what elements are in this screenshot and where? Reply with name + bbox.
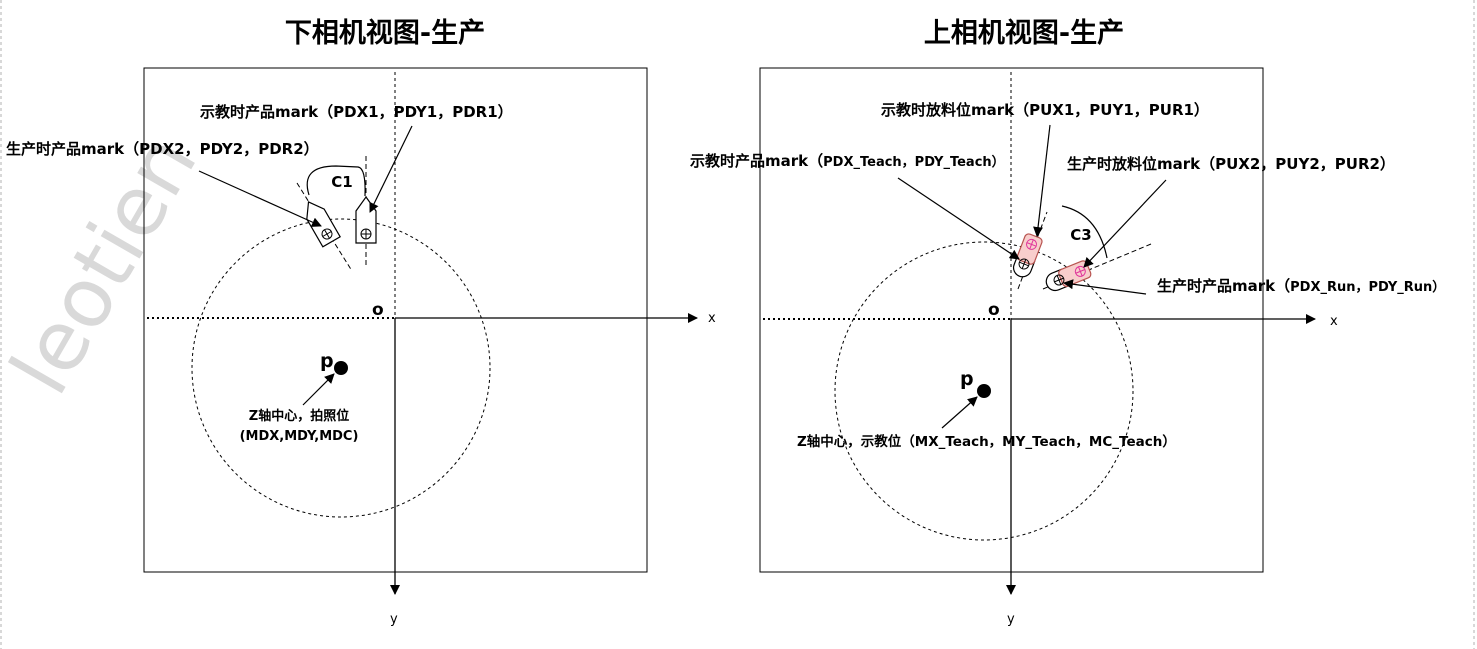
right-run-place-label: 生产时放料位mark（PUX2，PUY2，PUR2） [1067,155,1395,173]
left-teach-mark-arrow [369,125,413,213]
right-rotation-circle [834,241,1134,541]
left-panel-title: 下相机视图-生产 [285,18,485,49]
right-teach-product-label-params: PDX_Teach，PDY_Teach） [823,154,1005,170]
right-panel-title: 上相机视图-生产 [924,18,1124,49]
right-center-arrow [941,396,978,429]
right-panel: 上相机视图-生产 x y o p Z轴中心，示教位（MX_Teach，MY_Te… [690,18,1445,627]
right-origin-label: o [988,300,1000,320]
left-run-mark-arrow [198,170,322,227]
left-teach-mark-label: 示教时产品mark（PDX1，PDY1，PDR1） [200,103,513,121]
left-rotation-arc [306,165,366,197]
left-teach-mark [355,156,377,265]
watermark: leotien [0,119,216,410]
right-run-place-arrow [1083,179,1167,268]
left-x-axis-label: x [708,311,716,326]
right-rotation-arc [1061,205,1108,259]
left-y-axis-label: y [390,612,398,627]
right-teach-product-label-main: 示教时产品mark（ [690,152,823,170]
right-run-mark [1042,243,1152,292]
right-arc-label: C3 [1070,226,1091,244]
right-center-point [977,384,991,398]
right-run-product-label-main: 生产时产品mark（ [1157,277,1290,295]
right-teach-product-arrow [897,177,1020,260]
left-center-label-line2: (MDX,MDY,MDC) [240,429,359,444]
right-teach-mark [1013,211,1048,290]
left-center-arrow [302,373,335,406]
left-run-mark [296,182,353,272]
left-arc-label: C1 [331,173,352,191]
right-center-point-label: p [960,368,974,390]
left-center-label-line1: Z轴中心，拍照位 [249,408,349,424]
right-y-axis-label: y [1007,612,1015,627]
right-teach-place-label: 示教时放料位mark（PUX1，PUY1，PUR1） [881,101,1209,119]
right-run-product-label: 生产时产品mark（PDX_Run，PDY_Run） [1157,277,1445,295]
left-panel: 下相机视图-生产 x y o p Z轴中心，拍照位 (MDX,MDY,MDC) [6,18,716,627]
left-run-mark-label: 生产时产品mark（PDX2，PDY2，PDR2） [6,140,319,158]
right-teach-place-arrow [1033,124,1051,237]
left-origin-label: o [372,300,384,320]
left-rotation-circle [191,218,491,518]
right-run-product-arrow [1063,279,1147,295]
left-center-point-label: p [320,350,334,372]
right-x-axis-label: x [1330,314,1338,329]
right-run-product-label-params: PDX_Run，PDY_Run） [1290,279,1445,295]
right-center-label: Z轴中心，示教位（MX_Teach，MY_Teach，MC_Teach） [797,433,1176,450]
right-teach-product-label: 示教时产品mark（PDX_Teach，PDY_Teach） [690,152,1005,170]
left-center-point [334,361,348,375]
